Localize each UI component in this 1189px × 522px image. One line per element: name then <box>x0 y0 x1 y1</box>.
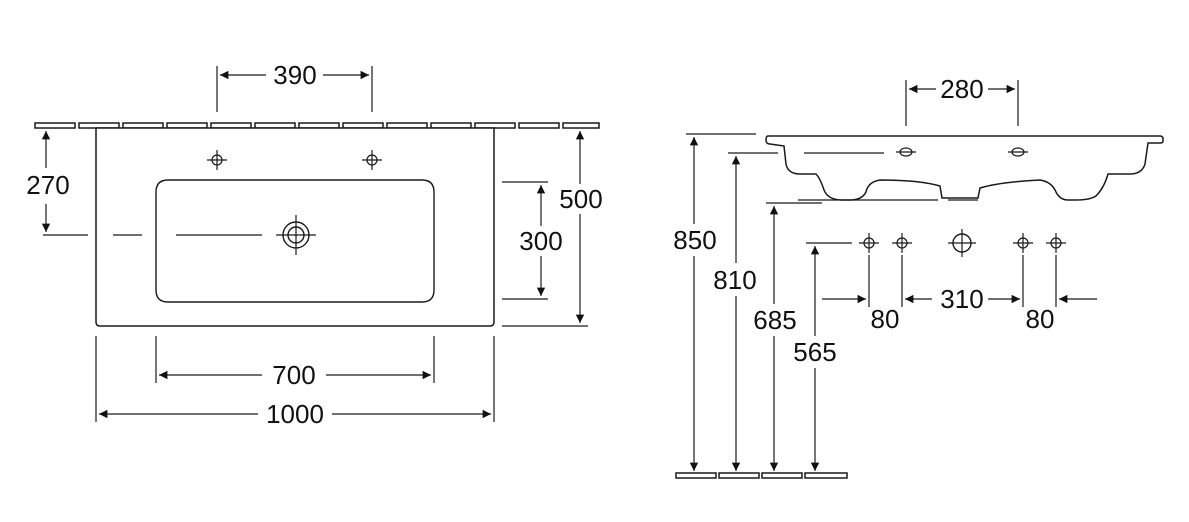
drain-icon <box>276 215 316 255</box>
water-connection-1-icon <box>859 233 879 253</box>
tap-hole-profile-left-icon <box>896 147 916 157</box>
dim-80-left: 80 <box>871 304 900 334</box>
dim-390: 390 <box>273 60 316 90</box>
bowl-outline <box>155 179 435 303</box>
dim-565: 565 <box>793 337 836 367</box>
water-connection-2-icon <box>892 233 912 253</box>
dim-850: 850 <box>673 225 716 255</box>
dim-270: 270 <box>26 170 69 200</box>
floor-segments <box>675 472 848 479</box>
dim-1000: 1000 <box>266 399 324 429</box>
side-view: 280 <box>673 74 1164 479</box>
wall-segments <box>34 122 600 129</box>
dim-310: 310 <box>940 284 983 314</box>
dim-280: 280 <box>940 74 983 104</box>
drain-connection-icon <box>948 229 976 257</box>
front-view: 390 270 300 500 700 1000 <box>26 60 602 429</box>
dim-80-right: 80 <box>1026 304 1055 334</box>
dim-685: 685 <box>753 305 796 335</box>
tap-hole-left-icon <box>207 150 227 170</box>
dim-810: 810 <box>713 265 756 295</box>
water-connection-4-icon <box>1046 233 1066 253</box>
dim-500: 500 <box>559 184 602 214</box>
tap-hole-right-icon <box>362 150 382 170</box>
tap-hole-profile-right-icon <box>1008 147 1028 157</box>
water-connection-3-icon <box>1013 233 1033 253</box>
dim-300: 300 <box>519 226 562 256</box>
basin-profile <box>765 135 1164 201</box>
dim-700: 700 <box>272 360 315 390</box>
